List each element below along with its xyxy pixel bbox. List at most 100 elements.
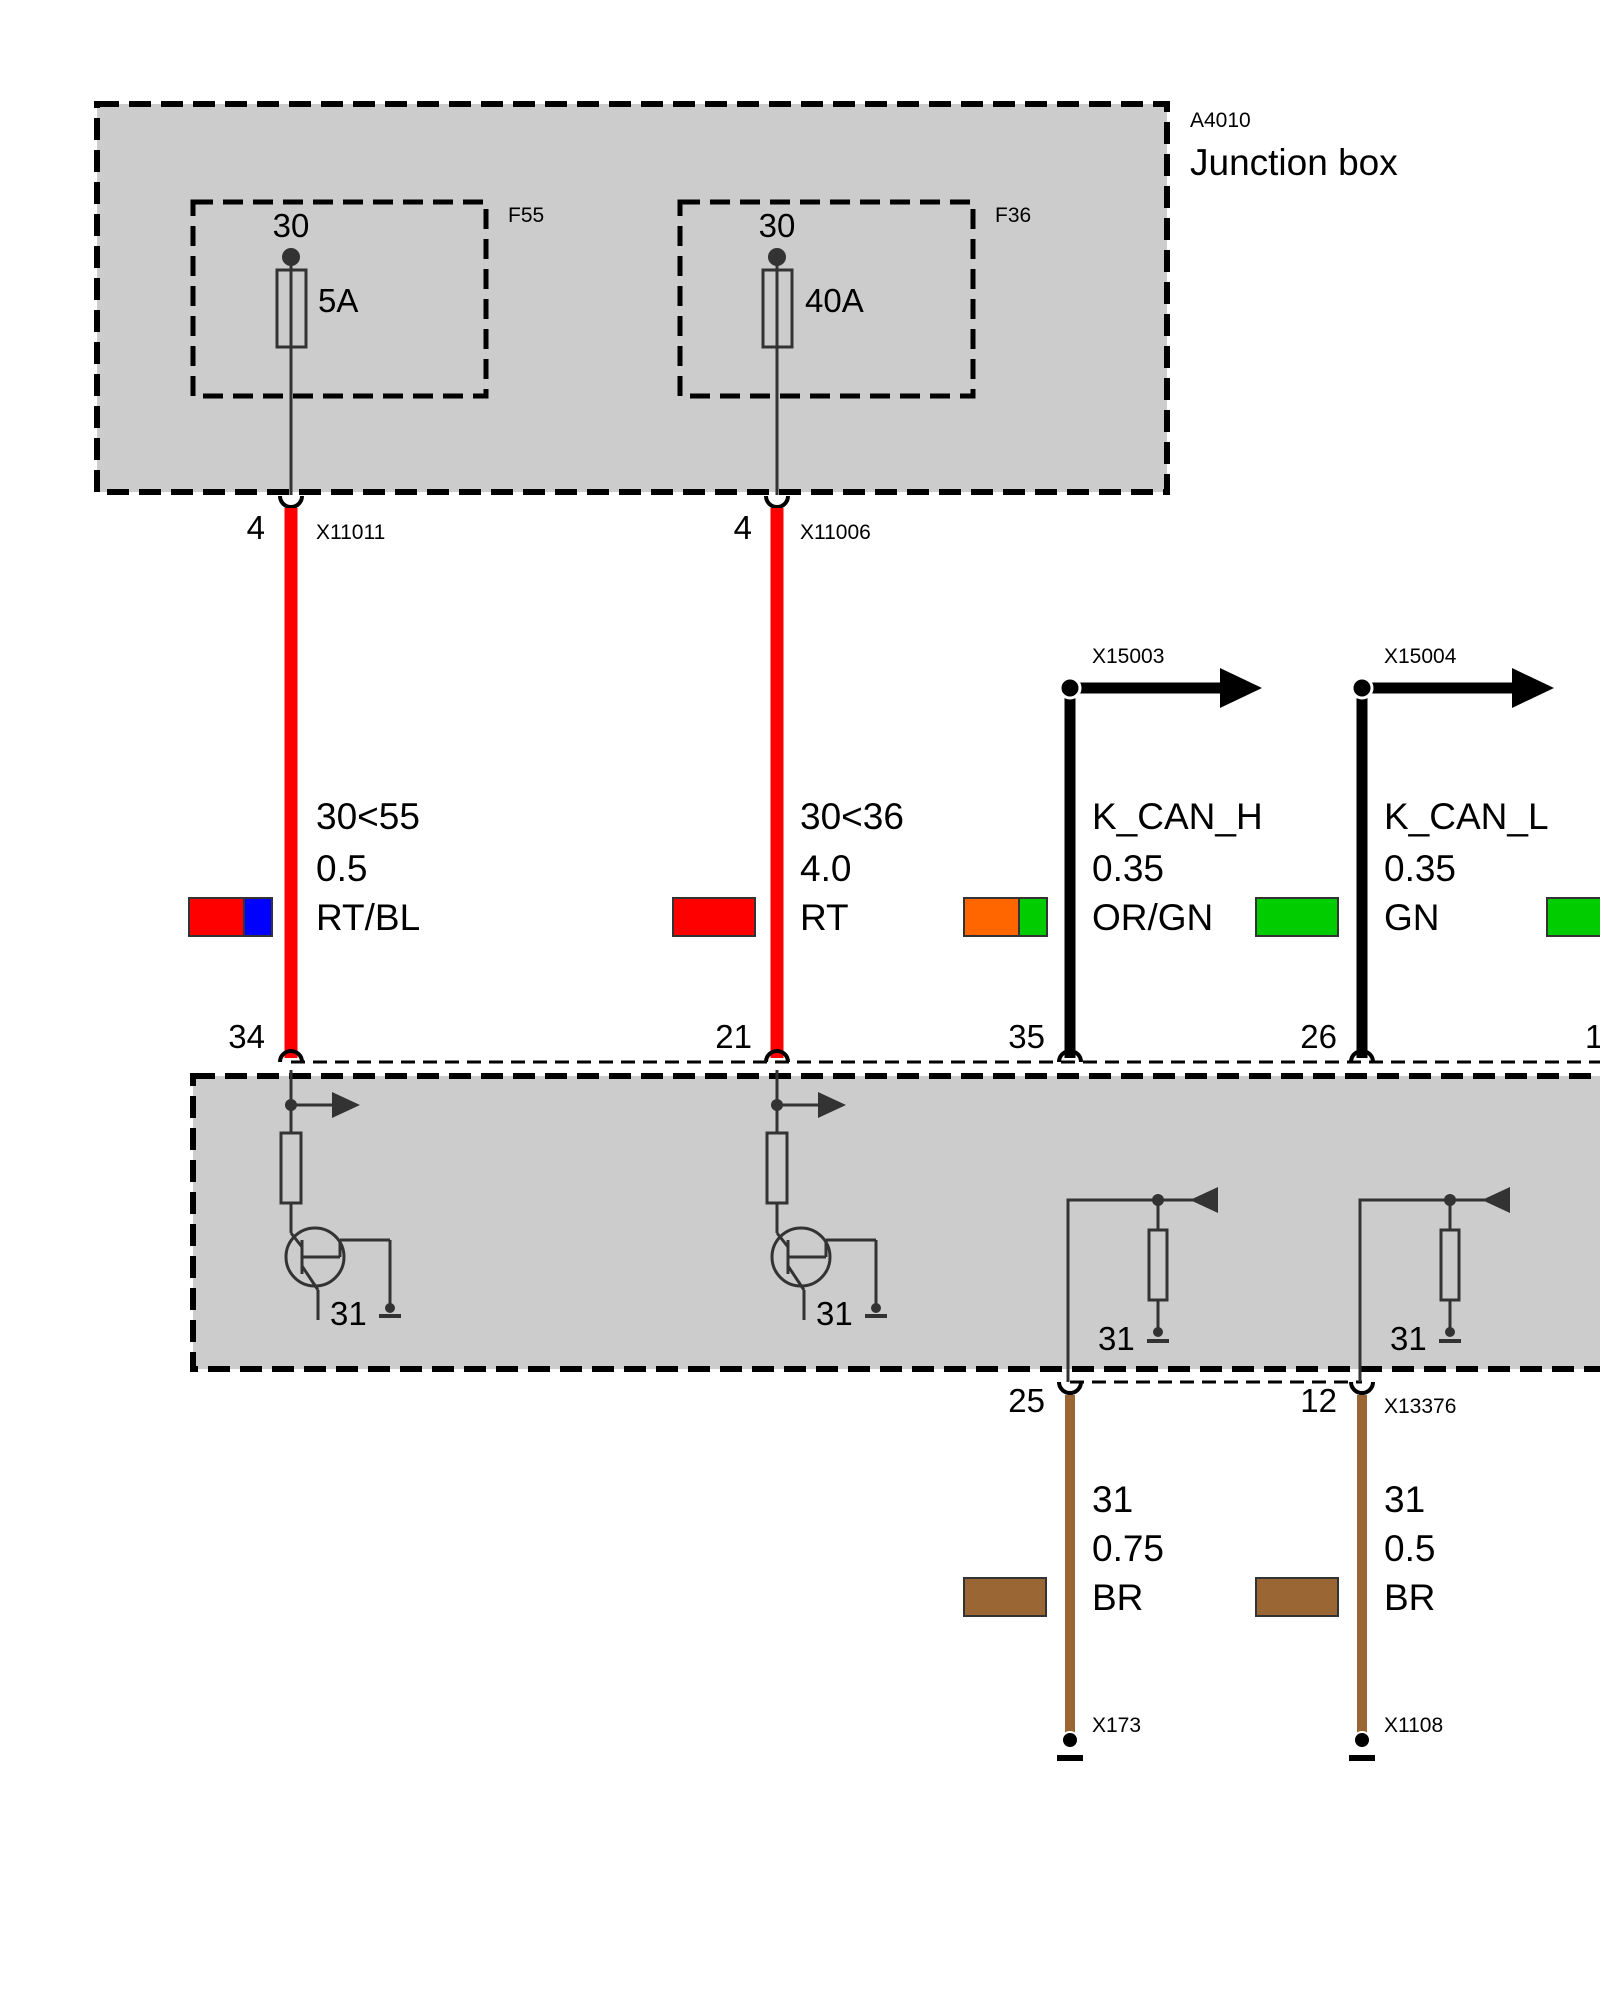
ground-label: 31	[1390, 1320, 1427, 1357]
junction-box-pin-2: 4 X11006	[734, 495, 871, 546]
fuse-f36-terminal: 30	[759, 207, 796, 244]
ground-icon	[865, 1303, 887, 1318]
pin-socket	[764, 495, 790, 509]
wire-size: 0.35	[1384, 848, 1456, 889]
pin-number: 26	[1300, 1018, 1337, 1055]
wire-label-k-can-h: K_CAN_H 0.35 OR/GN	[963, 796, 1263, 938]
fuse-f55-terminal: 30	[273, 207, 310, 244]
pin-number: 12	[1300, 1382, 1337, 1419]
color-swatch-stripe	[243, 897, 273, 937]
wire-color-code: RT/BL	[316, 897, 420, 938]
can-termination-l: 31	[1358, 1187, 1510, 1382]
arrow-right-icon	[818, 1092, 846, 1118]
wire-label-30-55: 30<55 0.5 RT/BL	[188, 796, 420, 938]
wire-signal: 30<36	[800, 796, 904, 837]
ground-dot	[385, 1303, 395, 1313]
ground-dot	[871, 1303, 881, 1313]
connector-label: X15004	[1384, 645, 1457, 668]
termination-trace	[1358, 1198, 1450, 1382]
junction-box-pin-1: 4 X11011	[247, 495, 385, 546]
module-pin-34: 34	[228, 1018, 304, 1063]
resistor-symbol	[1439, 1228, 1461, 1302]
color-swatch-primary	[1255, 897, 1339, 937]
arrow-left-icon	[1482, 1187, 1510, 1213]
pin-number: 35	[1008, 1018, 1045, 1055]
module-pin-21: 21	[715, 1018, 790, 1063]
arrow-right-icon	[332, 1092, 360, 1118]
resistor-symbol	[1147, 1228, 1169, 1302]
control-module-outline	[190, 1073, 1600, 1372]
color-swatch-partial	[1546, 897, 1600, 937]
arrow-right-icon	[1512, 668, 1554, 708]
transistor-collector	[775, 1232, 790, 1248]
module-pin-25: 25	[1008, 1381, 1083, 1419]
ground-wire-1: X173 31 0.75 BR	[963, 1395, 1164, 1761]
ground-icon	[1439, 1327, 1461, 1343]
module-pin-12: 12 X13376	[1300, 1381, 1456, 1419]
ground-label: 31	[1098, 1320, 1135, 1357]
wire-signal: 30<55	[316, 796, 420, 837]
junction-box-id: A4010	[1190, 109, 1251, 132]
module-pin-26: 26	[1300, 1018, 1375, 1063]
can-termination-h: 31	[1066, 1187, 1218, 1382]
color-swatch-stripe	[1018, 897, 1048, 937]
ground-icon	[1147, 1327, 1169, 1343]
fuse-f55: F55 30 5A	[190, 199, 544, 495]
ground-label: 31	[816, 1295, 853, 1332]
wire-color-code: GN	[1384, 897, 1440, 938]
wire-size: 0.5	[1384, 1528, 1435, 1569]
wire-k-can-l: X15004	[1350, 645, 1554, 1058]
ground-dot	[1445, 1327, 1455, 1337]
input-stage-1: 31	[279, 1070, 401, 1332]
transistor-icon	[284, 1226, 392, 1320]
connector-label: X11006	[800, 521, 871, 544]
color-swatch-primary	[963, 897, 1020, 937]
connector-dot	[1353, 1731, 1371, 1749]
input-stage-2: 31	[765, 1070, 887, 1332]
control-module: 34 21 35 26 1	[190, 1018, 1600, 1419]
junction-box: A4010 Junction box F55 30 5A F36 30 40A	[94, 101, 1398, 495]
module-pin-35: 35	[1008, 1018, 1083, 1063]
connector-label: X11011	[316, 521, 385, 544]
wire-signal: 31	[1092, 1479, 1133, 1520]
wire-color-code: RT	[800, 897, 849, 938]
wire-size: 0.75	[1092, 1528, 1164, 1569]
pin-socket	[764, 1049, 790, 1063]
fuse-f36: F36 30 40A	[677, 199, 1031, 495]
arrow-left-icon	[1190, 1187, 1218, 1213]
wire-signal: K_CAN_H	[1092, 796, 1263, 837]
color-swatch-primary	[188, 897, 245, 937]
resistor-symbol	[279, 1131, 303, 1205]
pin-socket	[278, 495, 304, 509]
ground-connector-label: X173	[1092, 1714, 1141, 1737]
wire-size: 0.35	[1092, 848, 1164, 889]
ground-label: 31	[330, 1295, 367, 1332]
fuse-f55-rating: 5A	[318, 282, 358, 319]
ground-icon	[379, 1303, 401, 1318]
color-swatch-primary	[1255, 1577, 1339, 1617]
resistor-symbol	[765, 1131, 789, 1205]
connector-label: X13376	[1384, 1395, 1456, 1418]
connector-label: X15003	[1092, 645, 1164, 668]
wire-size: 4.0	[800, 848, 851, 889]
color-swatch-primary	[672, 897, 756, 937]
fuse-f55-outline	[190, 199, 489, 399]
ground-wire-2: X1108 31 0.5 BR	[1255, 1395, 1443, 1761]
pin-number: 4	[734, 509, 752, 546]
transistor-emitter-lead	[300, 1265, 320, 1291]
pin-number: 25	[1008, 1382, 1045, 1419]
wire-color-code: BR	[1092, 1577, 1143, 1618]
color-swatch-primary	[963, 1577, 1047, 1617]
fuse-f36-rating: 40A	[805, 282, 864, 319]
pin-socket	[1349, 1381, 1375, 1395]
pin-number-partial: 1	[1585, 1018, 1600, 1055]
pin-socket	[1057, 1049, 1083, 1063]
pin-socket	[278, 1049, 304, 1063]
junction-box-title: Junction box	[1190, 142, 1398, 183]
fuse-f36-outline	[677, 199, 976, 399]
wire-label-k-can-l: K_CAN_L 0.35 GN	[1255, 796, 1549, 938]
wire-k-can-h: X15003	[1058, 645, 1262, 1058]
ground-dot	[1153, 1327, 1163, 1337]
connector-dot	[1350, 676, 1374, 700]
